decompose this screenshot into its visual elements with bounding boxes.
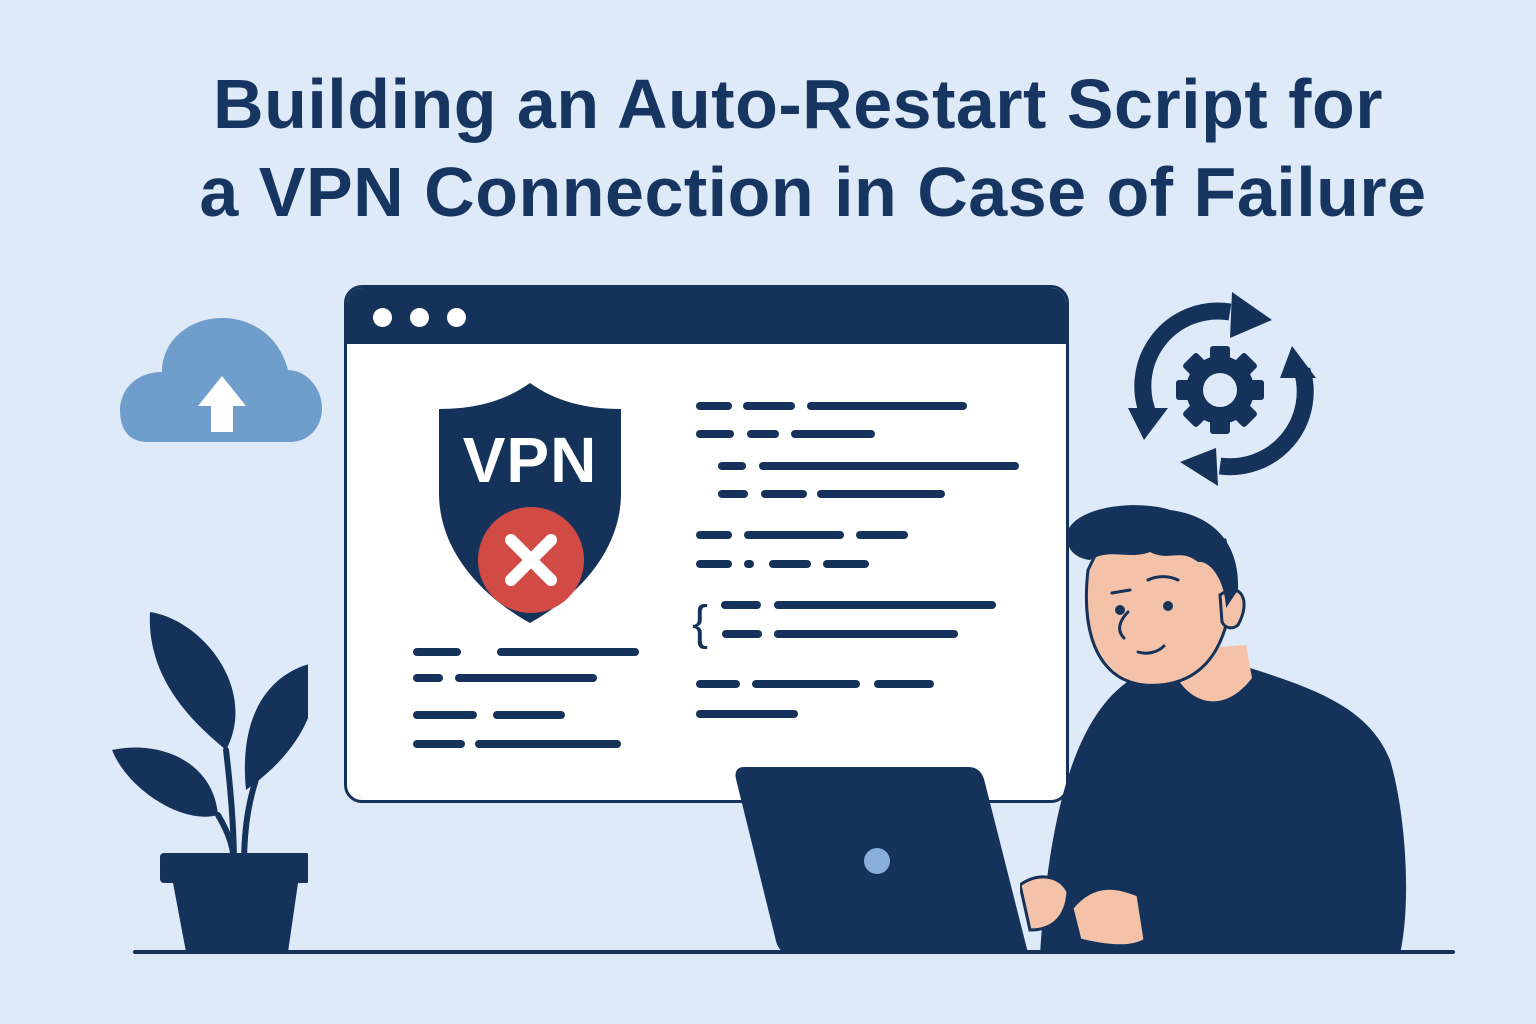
code-line: [769, 560, 811, 568]
browser-window: VPN {: [344, 285, 1069, 803]
code-line: [718, 490, 748, 498]
code-line: [817, 490, 945, 498]
code-line: [791, 430, 875, 438]
code-line: [696, 560, 732, 568]
text-line: [497, 648, 639, 656]
window-titlebar: [347, 288, 1066, 344]
title-line-2: a VPN Connection in Case of Failure: [199, 153, 1427, 231]
text-line: [475, 740, 621, 748]
person-illustration: [1020, 505, 1407, 954]
code-line: [874, 680, 934, 688]
code-line: [696, 680, 740, 688]
vpn-label: VPN: [462, 424, 598, 496]
error-x-icon: [478, 507, 584, 613]
code-line: [823, 560, 869, 568]
text-line: [455, 674, 597, 682]
code-line: [759, 462, 1019, 470]
cloud-upload-icon: [120, 318, 322, 442]
code-line: [774, 630, 958, 638]
code-line: [744, 531, 844, 539]
code-line: [752, 680, 860, 688]
code-line: [807, 402, 967, 410]
plant-icon: [112, 612, 308, 952]
code-line: [696, 402, 732, 410]
code-line: [718, 462, 746, 470]
code-line: [696, 430, 734, 438]
code-line: [856, 531, 908, 539]
window-dot-3[interactable]: [447, 308, 466, 327]
brace-icon: {: [692, 597, 709, 650]
window-dot-1[interactable]: [373, 308, 392, 327]
code-line: [761, 490, 807, 498]
title-line-1: Building an Auto-Restart Script for: [213, 65, 1383, 143]
window-dot-2[interactable]: [410, 308, 429, 327]
code-line: [743, 402, 795, 410]
code-line: [696, 710, 798, 718]
code-line: [747, 430, 779, 438]
text-line: [413, 674, 443, 682]
text-line: [413, 740, 465, 748]
gear-refresh-icon: [1128, 292, 1316, 486]
code-line: [722, 630, 762, 638]
desk-line: [133, 950, 1455, 954]
text-line: [493, 711, 565, 719]
code-line: [721, 601, 761, 609]
laptop-icon: [735, 767, 1028, 953]
code-line: [696, 531, 732, 539]
code-line: [744, 560, 754, 568]
code-line: [774, 601, 996, 609]
page-title: Building an Auto-Restart Script for a VP…: [0, 60, 1536, 236]
text-line: [413, 648, 461, 656]
text-line: [413, 711, 477, 719]
